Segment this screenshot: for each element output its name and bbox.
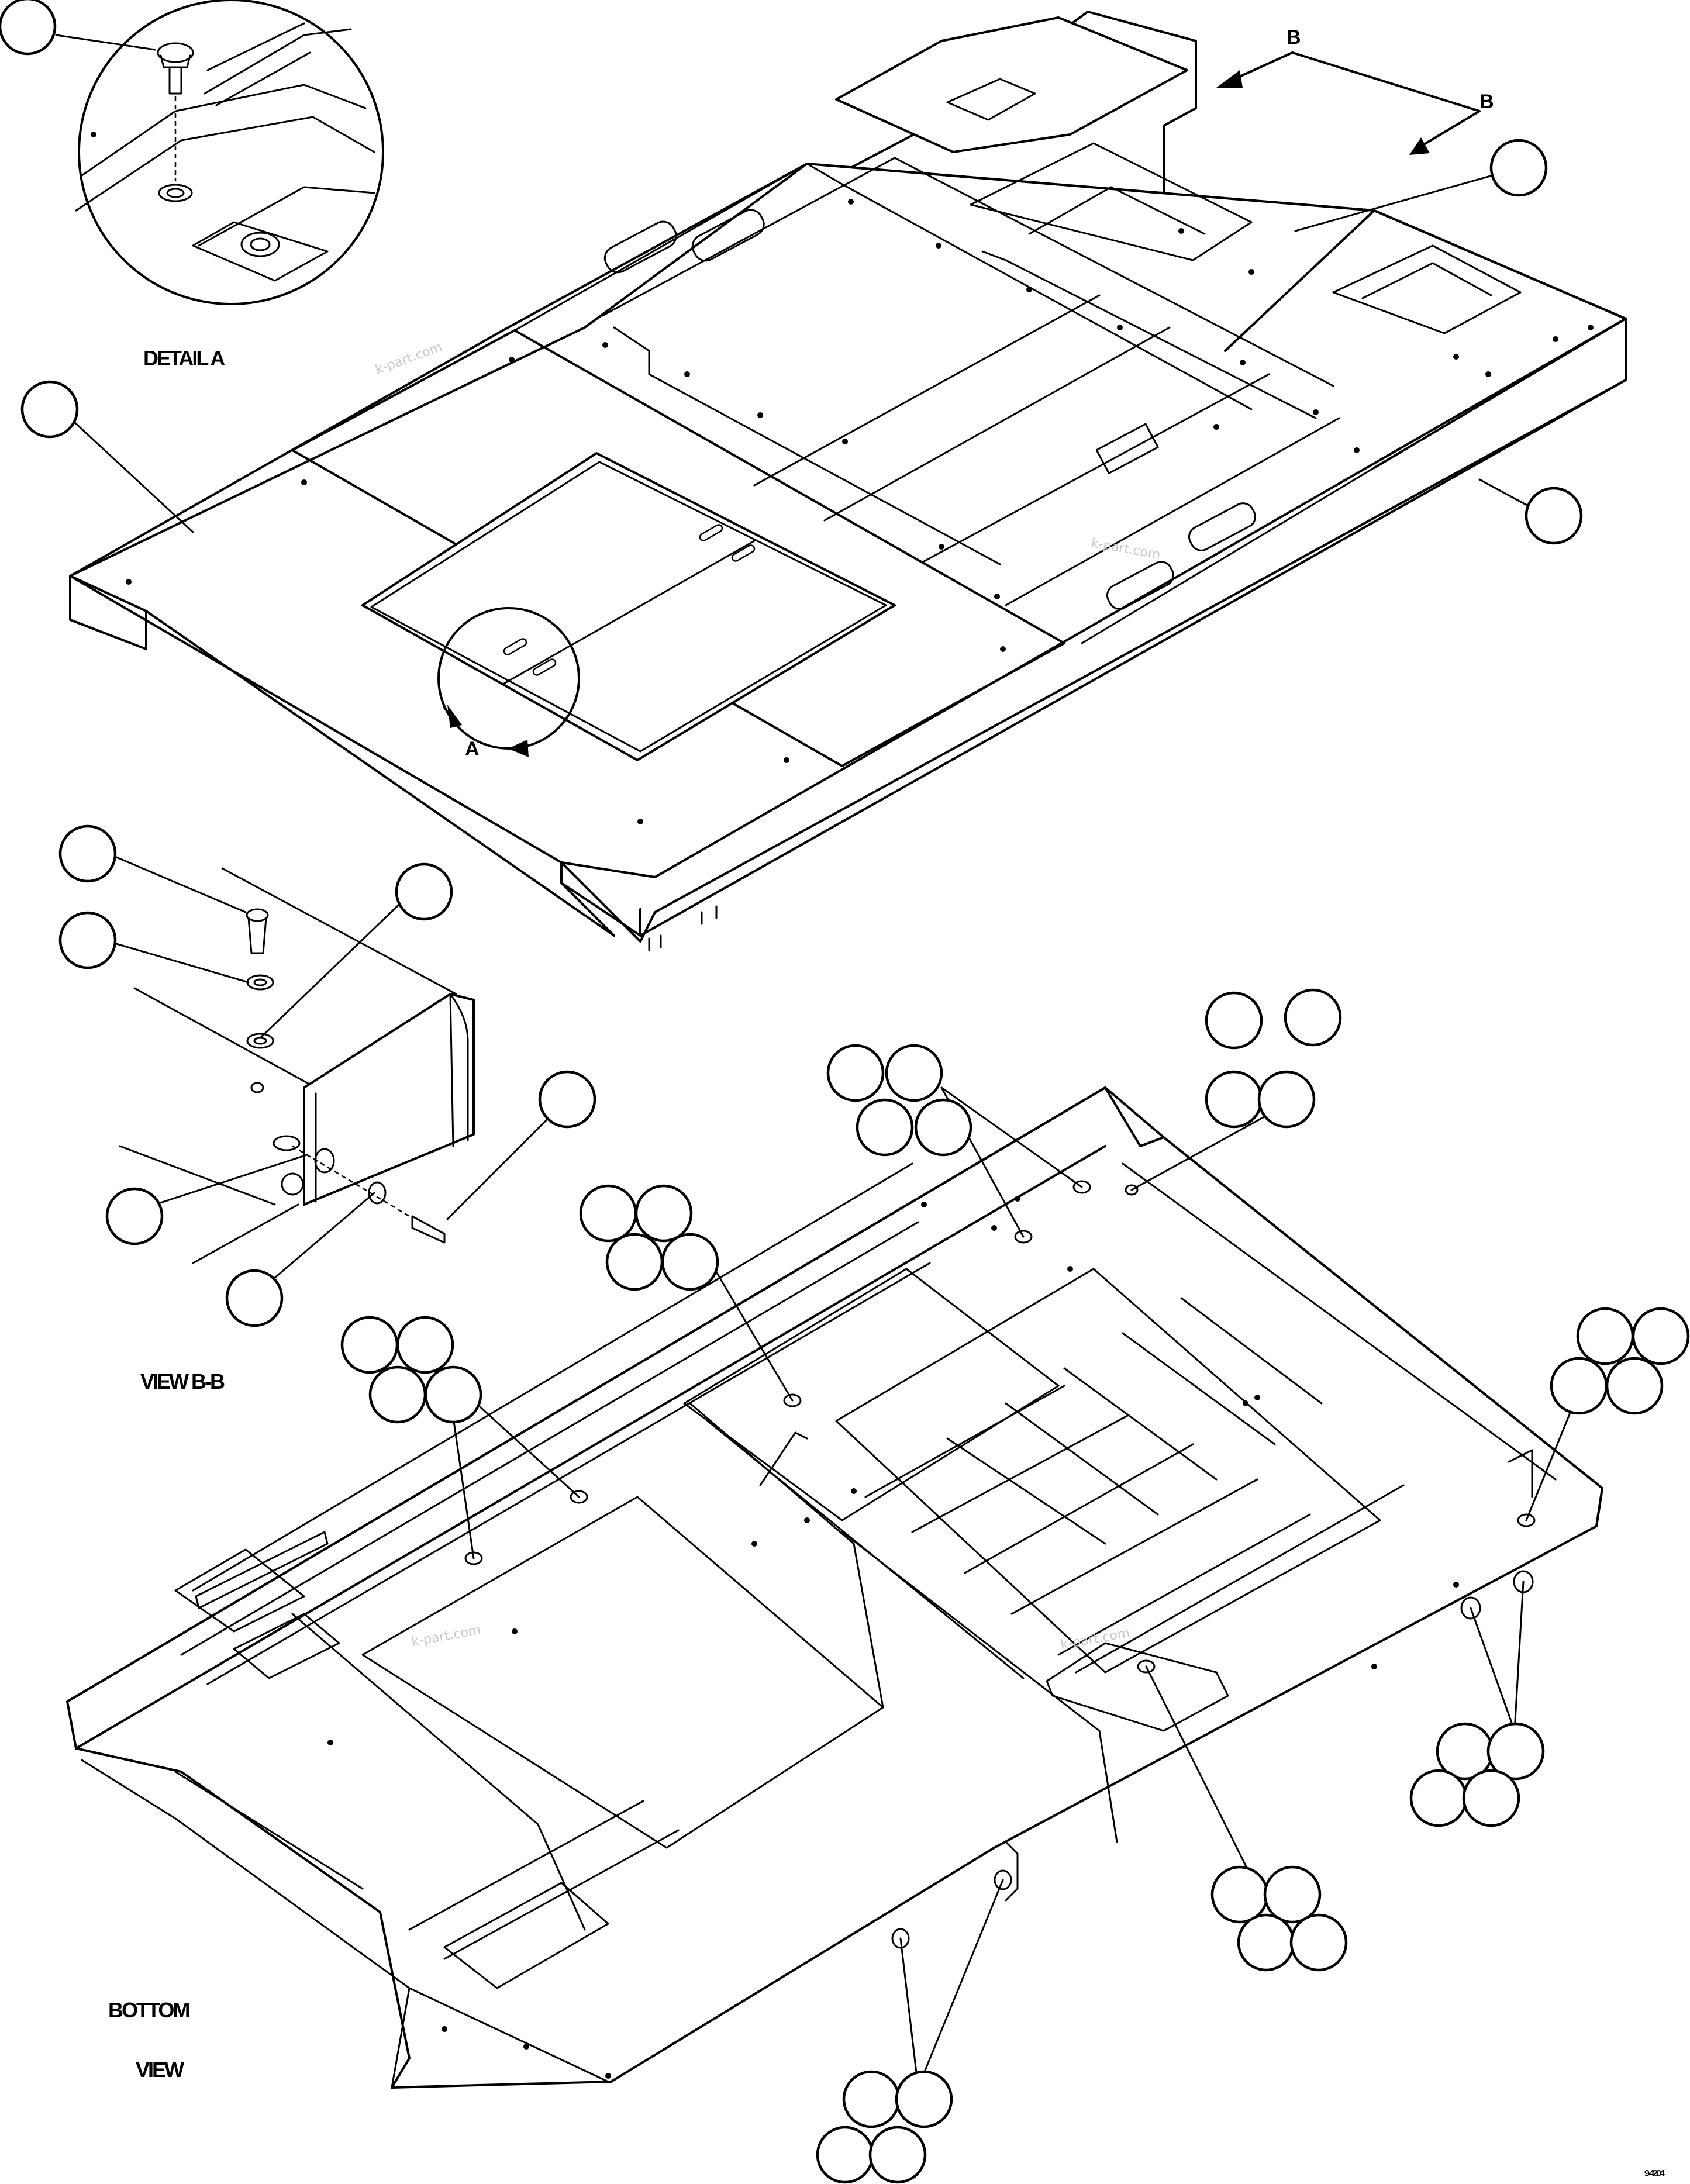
bb-bracket xyxy=(303,993,475,1206)
callout-bubble xyxy=(868,2126,927,2184)
section-b-label-top: B xyxy=(1287,26,1301,49)
callout-bubble xyxy=(1284,988,1342,1047)
callout-bubble xyxy=(605,1233,664,1291)
callout-bubble xyxy=(396,1316,454,1374)
frame-body xyxy=(69,163,1627,943)
view-bb: VIEW B-B xyxy=(119,867,475,1393)
callout-bubble xyxy=(1257,1070,1316,1129)
callout-bubble xyxy=(225,1269,284,1327)
section-b-label-right: B xyxy=(1479,91,1494,113)
callout-bubble xyxy=(368,1365,427,1424)
callout-bubble xyxy=(1205,1070,1263,1129)
callout-bubble xyxy=(1289,1913,1348,1972)
callout-bubble xyxy=(424,1365,482,1424)
callout-bubble xyxy=(1525,487,1583,545)
callout-bubble xyxy=(1237,1913,1295,1972)
callout-bubble xyxy=(816,2126,874,2184)
callout-bubble xyxy=(0,0,57,56)
callout-bubble xyxy=(895,2070,953,2128)
detail-a-marker-label: A xyxy=(465,738,479,760)
mount-plate xyxy=(835,16,1188,153)
callout-bubble xyxy=(1462,1769,1520,1827)
figure-number: 9-4204 xyxy=(1644,2169,1665,2179)
bottom-view-caption-line1: BOTTOM xyxy=(108,1998,189,2022)
callout-bubble xyxy=(20,380,79,439)
callout-bubble xyxy=(885,1044,943,1102)
callout-bubble xyxy=(842,2070,901,2128)
callout-bubble xyxy=(1263,1865,1322,1924)
detail-a: DETAIL A xyxy=(75,0,384,370)
access-panel xyxy=(361,452,896,761)
callout-bubble xyxy=(395,862,453,921)
callout-bubble xyxy=(634,1184,693,1243)
callout-bubble xyxy=(1605,1357,1664,1415)
detail-a-caption: DETAIL A xyxy=(143,346,225,370)
top-holes xyxy=(126,199,1594,824)
callout-bubble xyxy=(538,1070,596,1129)
callout-bubble xyxy=(1409,1769,1468,1827)
callout-bubble xyxy=(856,1098,914,1157)
detail-a-circle xyxy=(78,0,384,305)
watermark-top-left: k-part.com xyxy=(374,340,444,377)
view-bb-caption: VIEW B-B xyxy=(140,1369,225,1393)
callout-bubble xyxy=(58,911,117,969)
callout-bubble xyxy=(1489,139,1548,197)
callout-bubble xyxy=(579,1184,637,1243)
bottom-view-caption-line2: VIEW xyxy=(136,2058,184,2082)
bottom-holes xyxy=(327,1196,1459,2079)
callout-bubble xyxy=(826,1044,885,1102)
callout-bubble xyxy=(1632,1307,1690,1365)
callout-bubble xyxy=(1486,1722,1545,1781)
callout-bubble xyxy=(1205,991,1263,1050)
callout-bubble xyxy=(1576,1307,1634,1365)
callout-bubble xyxy=(105,1187,164,1245)
callout-bubble xyxy=(914,1098,972,1157)
bottom-view: k-part.com k-part.com BOTTOM VIEW xyxy=(66,1086,1603,2089)
callout-bubble xyxy=(661,1233,719,1291)
callout-bubble xyxy=(1550,1357,1608,1415)
callout-bubble xyxy=(58,824,117,883)
callout-bubble xyxy=(1210,1865,1269,1924)
callout-bubble xyxy=(340,1316,399,1374)
top-assembly: A B B k-part.com k-part.com xyxy=(69,11,1627,951)
